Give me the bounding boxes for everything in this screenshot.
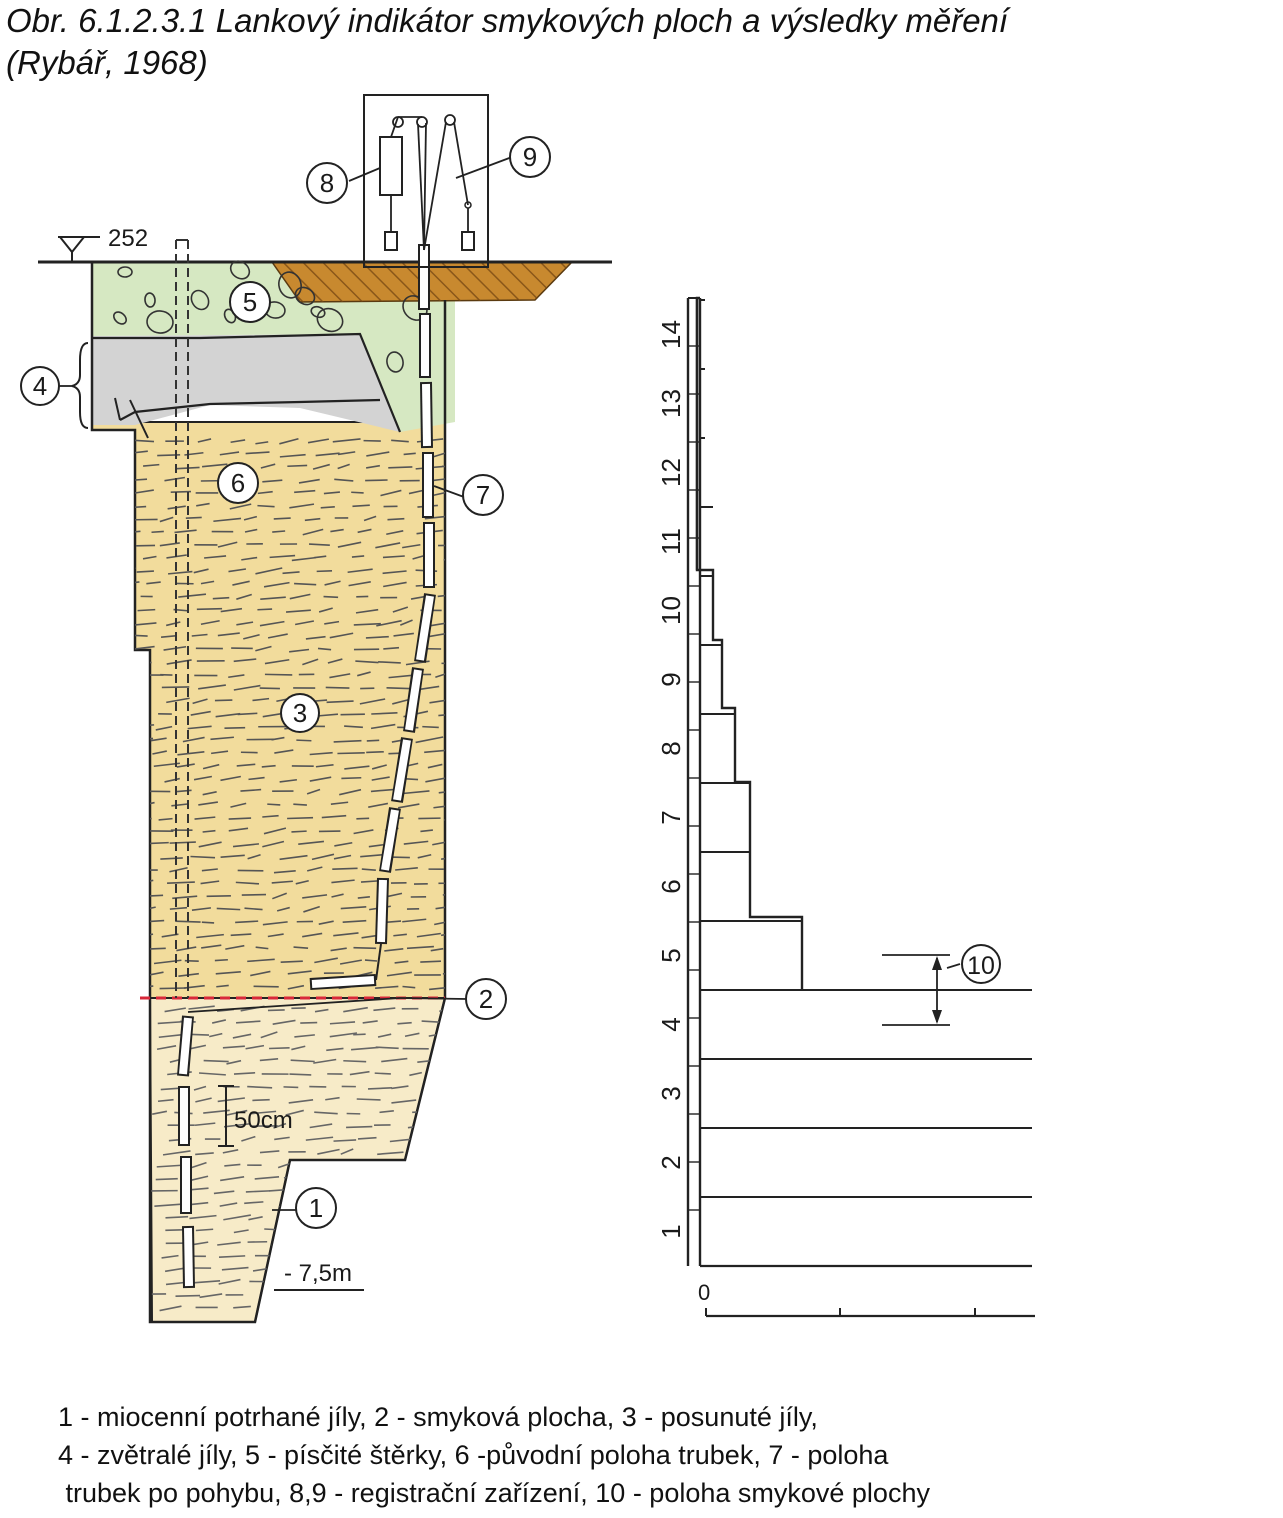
svg-text:2: 2 (479, 984, 493, 1014)
svg-text:6: 6 (231, 468, 245, 498)
depth-marker: - 7,5m (274, 1260, 364, 1291)
spacing-dimension: 50cm (218, 1085, 293, 1147)
recording-device (363, 94, 489, 268)
elevation-label: 252 (108, 225, 148, 252)
caption-line-1: Obr. 6.1.2.3.1 Lankový indikátor smykový… (6, 2, 1009, 39)
label-5: 5 (229, 281, 271, 323)
caption-line-2: (Rybář, 1968) (6, 44, 208, 81)
label-7: 7 (462, 474, 504, 516)
y-tick-label: 5 (656, 948, 686, 962)
legend-line-1: 1 - miocenní potrhané jíly, 2 - smyková … (58, 1402, 818, 1432)
label-2: 2 (465, 978, 507, 1020)
label-9: 9 (509, 136, 551, 178)
label-8: 8 (306, 162, 348, 204)
y-tick-label: 9 (656, 672, 686, 686)
label-6: 6 (217, 462, 259, 504)
svg-text:4: 4 (33, 371, 47, 401)
y-tick-label: 13 (656, 389, 686, 418)
displaced-clay-layer (91, 421, 446, 999)
label-4: 4 (20, 366, 60, 406)
y-tick-label: 12 (656, 458, 686, 487)
figure-caption: Obr. 6.1.2.3.1 Lankový indikátor smykový… (6, 0, 1283, 84)
tubes-after-movement (177, 244, 436, 1289)
legend-line-3: trubek po pohybu, 8,9 - registrační zaří… (58, 1478, 930, 1508)
label-1: 1 (295, 1187, 337, 1229)
x-origin-label: 0 (698, 1280, 710, 1305)
svg-text:7: 7 (476, 480, 490, 510)
svg-text:9: 9 (523, 142, 537, 172)
y-tick-label: 2 (656, 1155, 686, 1169)
legend-line-2: 4 - zvětralé jíly, 5 - písčité štěrky, 6… (58, 1440, 889, 1470)
sandy-gravel-layer (92, 262, 455, 432)
legend: 1 - miocenní potrhané jíly, 2 - smyková … (58, 1398, 1278, 1512)
y-tick-label: 4 (656, 1017, 686, 1031)
y-tick-label: 6 (656, 879, 686, 893)
original-tube-position (175, 239, 189, 998)
y-tick-label: 3 (656, 1086, 686, 1100)
svg-text:8: 8 (320, 168, 334, 198)
y-tick-label: 10 (656, 596, 686, 625)
shear-plane-marker: 10 (882, 944, 1001, 1026)
y-tick-label: 14 (656, 320, 686, 349)
y-tick-label: 8 (656, 741, 686, 755)
depth-label: - 7,5m (284, 1260, 352, 1287)
marker-10-label: 10 (967, 952, 995, 980)
label-3: 3 (280, 693, 320, 733)
svg-text:1: 1 (309, 1193, 323, 1223)
svg-text:5: 5 (243, 287, 257, 317)
spacing-label: 50cm (234, 1107, 293, 1134)
elevation-marker: 252 (57, 225, 148, 262)
svg-text:3: 3 (293, 698, 307, 728)
y-tick-label: 1 (656, 1224, 686, 1238)
y-tick-label: 11 (656, 528, 686, 555)
y-tick-label: 7 (656, 810, 686, 824)
soil-profile: 252 50cm - 7,5m 1 2 3 4 5 6 7 8 9 (20, 94, 612, 1324)
